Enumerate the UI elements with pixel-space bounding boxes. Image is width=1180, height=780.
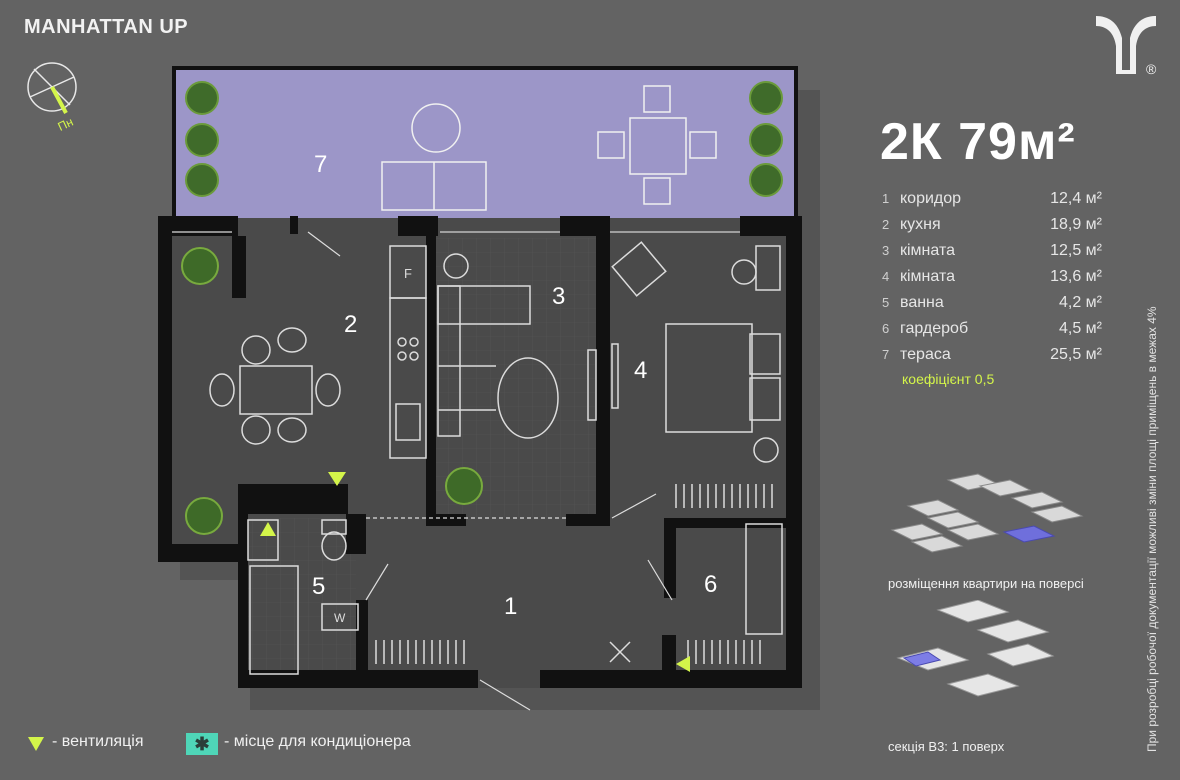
room-number: 4 [882,269,890,284]
room-label-1: 1 [504,593,517,620]
brand-logo-icon: ® [1096,16,1157,77]
room-label-3: 3 [552,283,565,310]
registered-mark: ® [1146,61,1157,77]
section-caption: секція В3: 1 поверх [888,739,1005,754]
ac-legend-label: - місце для кондиціонера [224,733,411,750]
room-name: тераса [900,346,951,363]
room-name: коридор [900,190,962,207]
floor-placement-caption: розміщення квартири на поверсі [888,576,1084,591]
room-row: 5 ванна 4,2 м² [882,294,1102,320]
room-area: 18,9 м² [1050,216,1102,233]
room-row: 2 кухня 18,9 м² [882,216,1102,242]
washer-mark: W [334,611,346,625]
ventilation-icon [676,656,690,672]
compass-label: Пн [56,115,76,134]
room-row: 4 кімната 13,6 м² [882,268,1102,294]
room-label-6: 6 [704,571,717,598]
floor-placement-map [890,473,1084,553]
ventilation-icon [260,522,276,536]
room-name: гардероб [900,320,969,337]
room-row: 7 тераса 25,5 м² [882,346,1102,372]
room-area: 12,5 м² [1050,242,1102,259]
area-disclaimer: При розробці робочої документації можлив… [1145,306,1159,752]
room-row: 1 коридор 12,4 м² [882,190,1102,216]
room-area: 13,6 м² [1050,268,1102,285]
room-number: 2 [882,217,890,232]
room-label-7: 7 [314,151,327,178]
room-area: 4,5 м² [1058,320,1102,337]
room-number: 3 [882,243,890,258]
room-name: кімната [900,242,955,259]
room-number: 7 [882,347,890,362]
room-area: 25,5 м² [1050,346,1102,363]
room-row: 3 кімната 12,5 м² [882,242,1102,268]
terrace [172,66,798,222]
fridge-mark: F [404,266,412,281]
room-number: 6 [882,321,890,336]
room-name: кухня [900,216,941,233]
room-name: ванна [900,294,944,311]
room-row: 6 гардероб 4,5 м² [882,320,1102,346]
section-map [896,600,1055,697]
room-list: 1 коридор 12,4 м² 2 кухня 18,9 м² 3 кімната 12… [882,190,1102,372]
room-label-2: 2 [344,311,357,338]
room-area: 12,4 м² [1050,190,1102,207]
room-name: кімната [900,268,955,285]
room-label-4: 4 [634,357,647,384]
ventilation-icon [328,472,346,486]
room-area: 4,2 м² [1058,294,1102,311]
room-label-5: 5 [312,573,325,600]
ventilation-legend-label: - вентиляція [52,733,144,750]
compass-icon: Пн [27,62,77,134]
terrace-coefficient: коефіцієнт 0,5 [902,371,995,387]
brand-name: MANHATTAN UP [24,16,189,38]
apartment-title: 2К 79м² [880,113,1076,171]
room-number: 1 [882,191,890,206]
ventilation-legend-icon [28,737,44,751]
ac-legend-icon: ✱ [186,733,218,755]
room-number: 5 [882,295,890,310]
